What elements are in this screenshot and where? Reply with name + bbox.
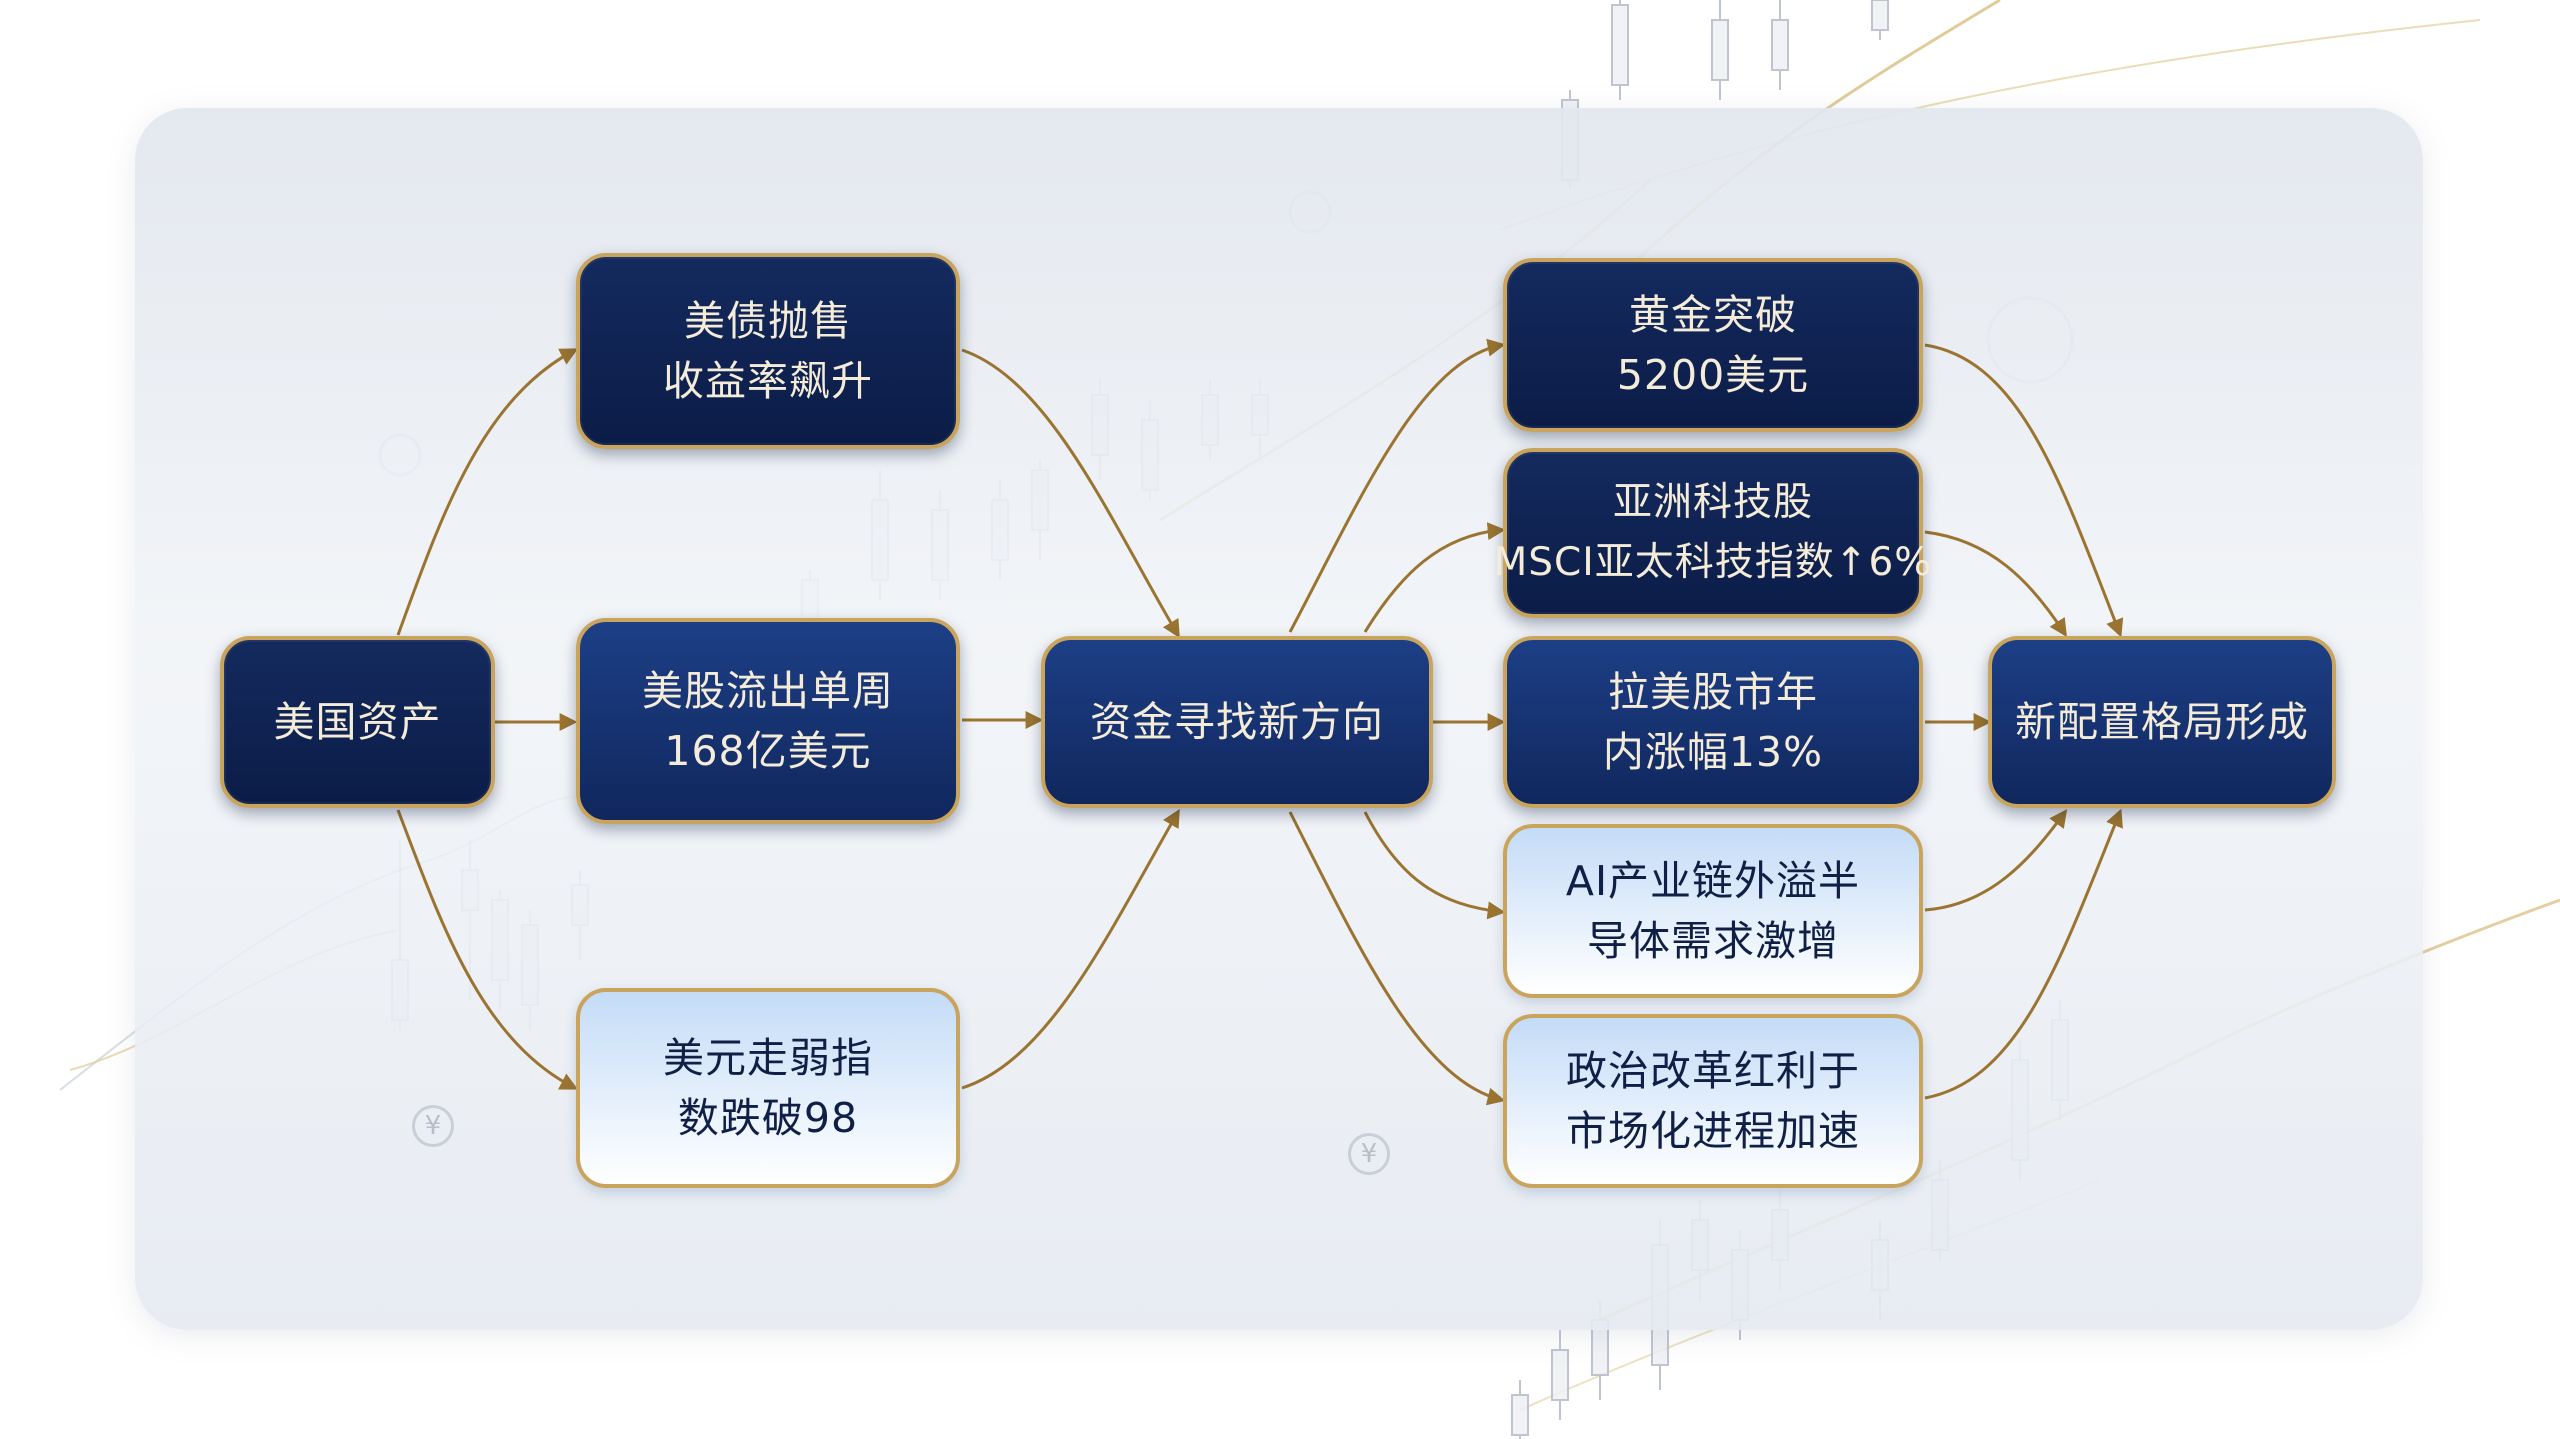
yen-glyph: ¥ [1360,1139,1378,1169]
node-text: 亚洲科技股 [1612,480,1813,525]
node-equity-outflow: 美股流出单周 168亿美元 [576,618,960,824]
node-text: 新配置格局形成 [2015,698,2309,746]
node-dollar-weak: 美元走弱指 数跌破98 [576,988,960,1188]
yen-coin-icon: ¥ [1348,1133,1390,1175]
node-text: 黄金突破 [1629,291,1797,339]
node-text: 美股流出单周 [642,667,894,715]
node-text: 5200美元 [1616,351,1810,399]
node-treasury-selloff: 美债抛售 收益率飙升 [576,253,960,449]
node-text: 市场化进程加速 [1566,1107,1860,1155]
node-text: 收益率飙升 [663,357,873,405]
node-us-assets: 美国资产 [220,636,495,808]
yen-coin-icon: ¥ [412,1105,454,1147]
node-text: 内涨幅13% [1602,728,1824,776]
node-text: AI产业链外溢半 [1565,857,1861,905]
node-ai-chain: AI产业链外溢半 导体需求激增 [1503,824,1923,998]
node-asia-tech: 亚洲科技股 MSCI亚太科技指数↑6% [1494,448,1931,618]
node-text: 美债抛售 [684,297,852,345]
node-text: 导体需求激增 [1587,917,1839,965]
node-gold-break: 黄金突破 5200美元 [1503,258,1923,432]
node-text: 拉美股市年 [1608,668,1818,716]
node-text: MSCI亚太科技指数↑6% [1493,540,1933,585]
node-text: 美元走弱指 [663,1034,873,1082]
node-text: 美国资产 [273,698,442,746]
node-political-reform: 政治改革红利于 市场化进程加速 [1503,1014,1923,1188]
node-text: 数跌破98 [677,1094,859,1142]
node-latam-stocks: 拉美股市年 内涨幅13% [1503,636,1923,808]
node-text: 政治改革红利于 [1566,1047,1860,1095]
node-capital-seeking: 资金寻找新方向 [1041,636,1433,808]
yen-glyph: ¥ [424,1111,442,1141]
node-new-allocation: 新配置格局形成 [1988,636,2336,808]
node-text: 168亿美元 [664,727,872,775]
node-text: 资金寻找新方向 [1090,698,1384,746]
